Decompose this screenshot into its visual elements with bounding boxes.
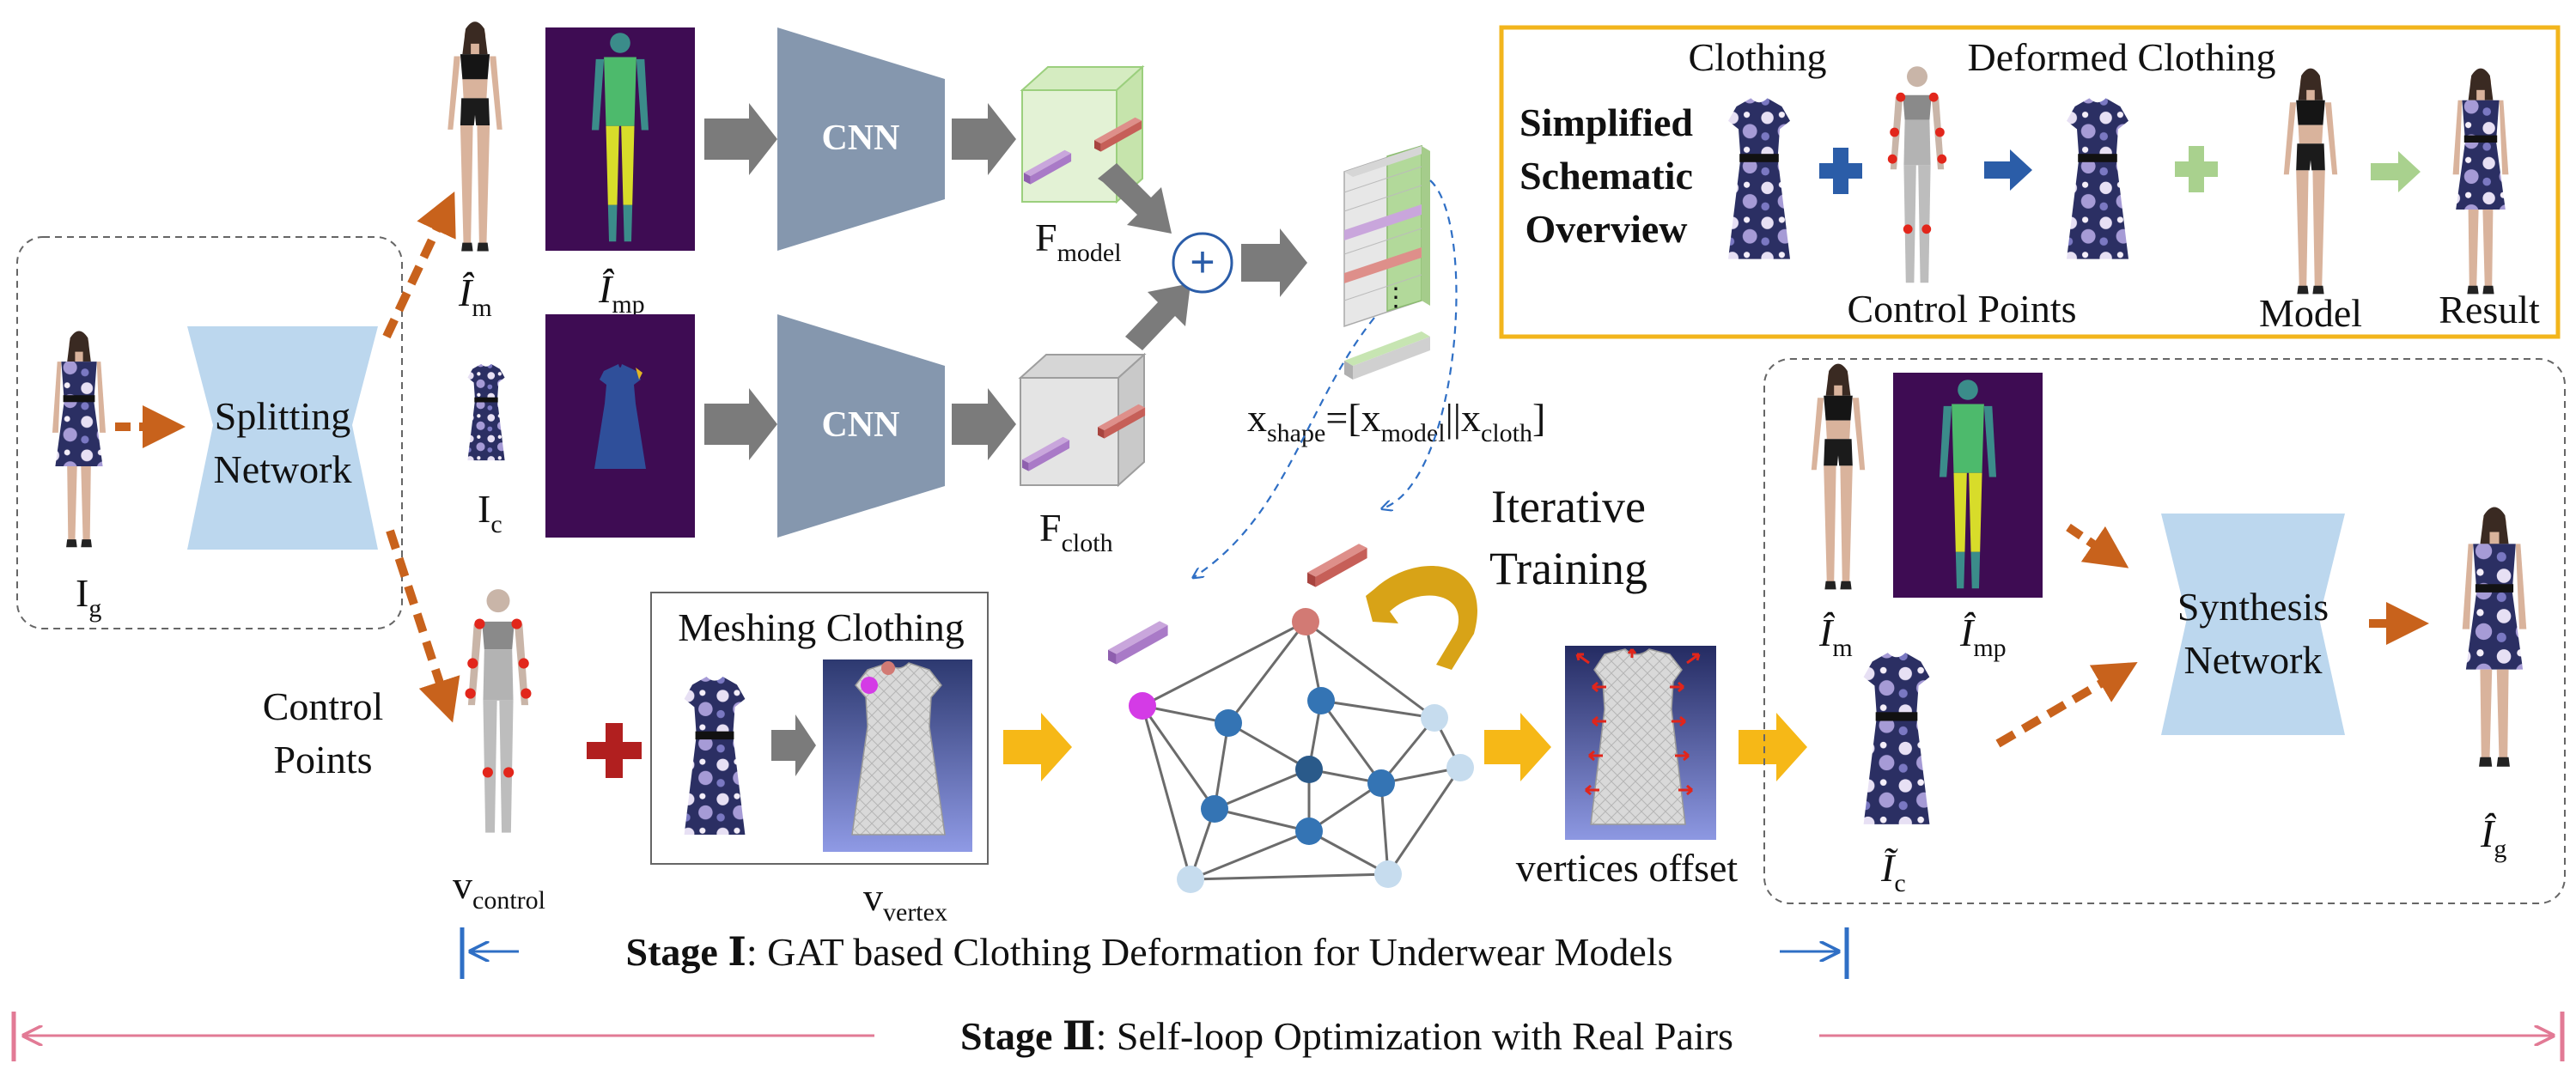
concat-circle (1172, 232, 1233, 294)
label-i-mp-hat: Împ (598, 267, 645, 319)
splitting-output-arrows (382, 191, 460, 723)
overview-title-1: Simplified (1519, 100, 1693, 144)
overview-green-arrow (2371, 151, 2421, 192)
gat-graph: Iterative Training (1108, 481, 1647, 893)
splitting-network-label-2: Network (214, 447, 352, 491)
cnn-top-block (777, 27, 945, 251)
graph-nodes (1129, 608, 1474, 893)
meshing-clothing-label: Meshing Clothing (678, 605, 965, 649)
vertices-offset-label: vertices offset (1516, 846, 1739, 890)
overview-blue-plus (1819, 148, 1862, 194)
arrow-to-cnn-top (704, 103, 777, 175)
concat-group: + (1098, 163, 1307, 350)
stage-1-label: Stage Ⅰ: GAT based Clothing Deformation … (626, 930, 1673, 974)
yellow-arrow-3 (1739, 713, 1807, 781)
overview-title-2: Schematic (1519, 154, 1693, 198)
label-control-points-2: Points (273, 738, 372, 781)
concat-plus: + (1190, 238, 1215, 286)
label-x-shape: xshape=[xmodel||xcloth] (1247, 396, 1545, 447)
label-i-m-hat: Îm (458, 270, 492, 322)
label-f-model: Fmodel (1035, 216, 1122, 267)
yellow-arrow-1 (1003, 713, 1072, 781)
cloth-branch: Ic CNN Fcloth (467, 314, 1147, 557)
synthesis-network-label-2: Network (2184, 638, 2323, 682)
splitting-network-block (187, 326, 378, 550)
label-v-vertex: vvertex (863, 875, 947, 927)
arrow-to-cnn-bottom (704, 388, 777, 460)
overview-clothing-label: Clothing (1688, 35, 1826, 79)
model-branch: Îm Împ CNN Fmodel (448, 21, 1145, 322)
feature-cube-cloth (1018, 352, 1147, 488)
yellow-arrow-2 (1484, 713, 1551, 781)
input-group: Ig Splitting Network (16, 236, 403, 629)
label-v-control: vcontrol (453, 863, 545, 915)
arrow-cnn-bottom-to-feature (952, 388, 1016, 460)
iterative-training-label-1: Iterative (1491, 481, 1646, 532)
label-i-c: Ic (478, 487, 502, 538)
label-control-points-1: Control (263, 684, 384, 728)
synthesis-network-block (2161, 514, 2345, 735)
synthesis-cloth-image (1863, 653, 1930, 824)
label-i-g-hat: Îg (2480, 811, 2506, 863)
arrow-fcloth-to-concat (1125, 283, 1191, 350)
overview-title-3: Overview (1525, 207, 1687, 251)
overview-deformed-clothing-label: Deformed Clothing (1968, 35, 2276, 79)
red-plus-icon (587, 723, 642, 778)
label-synth-i-c-tilde: Ĩc (1880, 846, 1906, 897)
output-person-image (2462, 507, 2527, 767)
graph-feature-red (1307, 544, 1367, 587)
mp-to-synthesis-arrow (2066, 523, 2129, 568)
label-i-g: Ig (76, 571, 101, 623)
input-dashed-box (16, 236, 403, 629)
input-person-image (52, 331, 107, 548)
xshape-to-node-dashed-arrow (1194, 317, 1375, 577)
arrow-to-mesh (771, 714, 816, 776)
cnn-bottom-block (777, 314, 945, 538)
offset-arrows (1575, 648, 1701, 796)
cnn-bottom-label: CNN (822, 405, 900, 445)
arrow-fmodel-to-concat (1098, 163, 1172, 234)
cloth-to-synthesis-arrow (1995, 661, 2138, 748)
splitting-network-label-1: Splitting (215, 394, 350, 438)
graph-feature-purple (1108, 621, 1168, 665)
synthesis-model-image (1811, 363, 1866, 590)
arrow-concat-to-xshape (1241, 228, 1307, 297)
svg-text:⋮: ⋮ (1383, 283, 1409, 312)
control-meshing-group: Control Points vcontrol Meshing Clothing… (263, 589, 1072, 927)
overview-model-label: Model (2259, 291, 2362, 335)
synthesis-dashed-box (1763, 358, 2566, 904)
cnn-top-label: CNN (822, 119, 900, 158)
overview-green-plus (2175, 146, 2218, 192)
x-shape-stack: ⋮ xshape=[xmodel||xcloth] (1194, 144, 1545, 577)
arrow-cnn-top-to-feature (952, 103, 1016, 175)
iterative-training-arrow (1366, 566, 1477, 670)
overview-control-points-label: Control Points (1847, 287, 2076, 331)
cloth-image (467, 363, 505, 461)
vertices-offset-group: vertices offset (1516, 646, 1807, 890)
control-points-figure (465, 589, 532, 833)
simplified-overview: Clothing Deformed Clothing Simplified Sc… (1499, 25, 2561, 339)
label-f-cloth: Fcloth (1039, 506, 1113, 557)
stage-2-label: Stage Ⅱ: Self-loop Optimization with Rea… (960, 1014, 1733, 1058)
label-synth-i-m-hat: Îm (1818, 611, 1853, 662)
label-synth-i-mp-hat: Împ (1959, 611, 2007, 662)
overview-result-label: Result (2439, 288, 2540, 331)
stage-1-bar: Stage Ⅰ: GAT based Clothing Deformation … (460, 927, 1849, 979)
overview-border (1499, 25, 2561, 339)
synthesis-group: Îm Împ Ĩc Synthesis Network Îg (1763, 358, 2566, 904)
xshape-to-feature-dashed-arrow (1383, 179, 1458, 508)
overview-blue-arrow (1984, 149, 2032, 191)
synthesis-network-label-1: Synthesis (2177, 585, 2329, 629)
model-image (448, 21, 502, 252)
stage-2-bar: Stage Ⅱ: Self-loop Optimization with Rea… (11, 1012, 2565, 1061)
iterative-training-label-2: Training (1489, 543, 1647, 594)
